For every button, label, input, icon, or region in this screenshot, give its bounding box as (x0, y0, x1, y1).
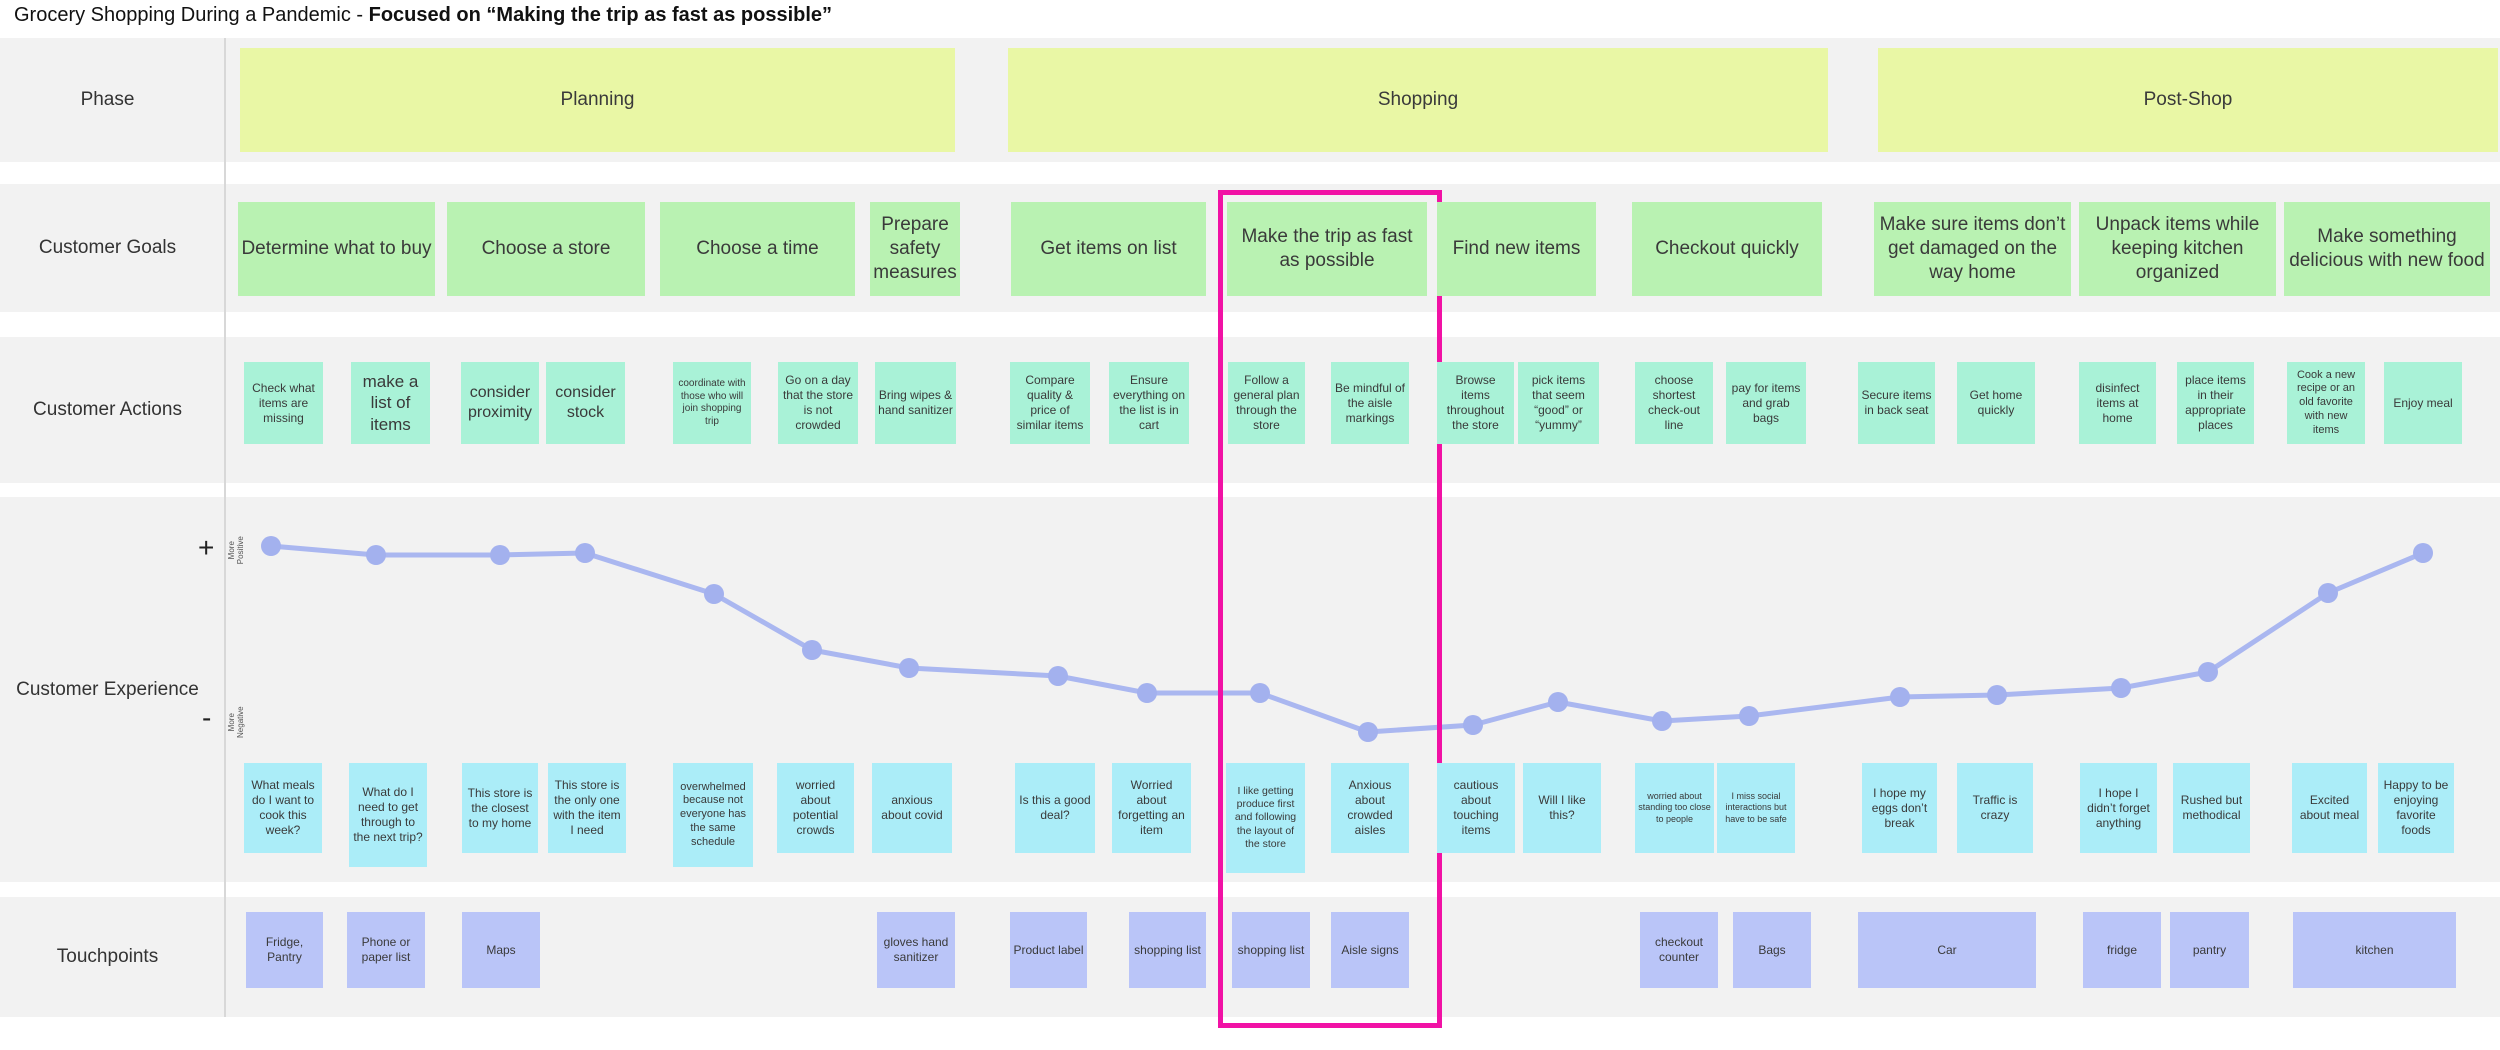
feeling-sticky[interactable]: worried about potential crowds (777, 763, 854, 853)
feeling-sticky[interactable]: I hope my eggs don’t break (1862, 763, 1937, 853)
phase-row-label: Phase (80, 89, 135, 110)
goal-card[interactable]: Determine what to buy (238, 202, 435, 296)
page-title-focus: Focused on “Making the trip as fast as p… (368, 4, 833, 26)
feeling-sticky[interactable]: worried about standing too close to peop… (1635, 763, 1714, 853)
action-sticky[interactable]: Go on a day that the store is not crowde… (778, 362, 858, 444)
row-label-divider (224, 38, 226, 1017)
feeling-sticky[interactable]: Excited about meal (2292, 763, 2367, 853)
feeling-sticky[interactable]: Rushed but methodical (2173, 763, 2250, 853)
goal-card[interactable]: Choose a store (447, 202, 645, 296)
positive-axis-marker: + (198, 532, 215, 563)
page-title-normal: Grocery Shopping During a Pandemic - (14, 4, 369, 26)
action-sticky[interactable]: place items in their appropriate places (2177, 362, 2254, 444)
goal-card[interactable]: Choose a time (660, 202, 855, 296)
feeling-sticky[interactable]: This store is the closest to my home (462, 763, 538, 853)
action-sticky[interactable]: coordinate with those who will join shop… (673, 362, 751, 444)
goal-card[interactable]: Get items on list (1011, 202, 1206, 296)
touchpoints-row-label: Touchpoints (56, 946, 159, 967)
action-sticky[interactable]: consider stock (546, 362, 625, 444)
phase-banner[interactable]: Planning (240, 48, 955, 152)
touchpoint-sticky[interactable]: pantry (2170, 912, 2249, 988)
touchpoint-sticky[interactable]: kitchen (2293, 912, 2456, 988)
feeling-sticky[interactable]: anxious about covid (872, 763, 952, 853)
feeling-sticky[interactable]: cautious about touching items (1437, 763, 1515, 853)
action-sticky[interactable]: pick items that seem “good” or “yummy” (1518, 362, 1599, 444)
action-sticky[interactable]: Browse items throughout the store (1437, 362, 1514, 444)
touchpoint-sticky[interactable]: Fridge, Pantry (246, 912, 323, 988)
action-sticky[interactable]: Enjoy meal (2384, 362, 2462, 444)
action-sticky[interactable]: disinfect items at home (2079, 362, 2156, 444)
goal-card[interactable]: Prepare safety measures (870, 202, 960, 296)
feeling-sticky[interactable]: overwhelmed because not everyone has the… (673, 763, 753, 867)
action-sticky[interactable]: Follow a general plan through the store (1228, 362, 1305, 444)
customer-goals-row-label: Customer Goals (38, 237, 177, 258)
phase-banner[interactable]: Shopping (1008, 48, 1828, 152)
feeling-sticky[interactable]: I like getting produce first and followi… (1226, 763, 1305, 873)
goal-card[interactable]: Make the trip as fast as possible (1227, 202, 1427, 296)
feeling-sticky[interactable]: This store is the only one with the item… (548, 763, 626, 853)
feeling-sticky[interactable]: Is this a good deal? (1015, 763, 1095, 853)
more-positive-label: More Positive (226, 536, 245, 565)
action-sticky[interactable]: make a list of items (351, 362, 430, 444)
feeling-sticky[interactable]: What meals do I want to cook this week? (244, 763, 322, 853)
feeling-sticky[interactable]: Anxious about crowded aisles (1331, 763, 1409, 853)
phase-banner[interactable]: Post-Shop (1878, 48, 2498, 152)
touchpoint-sticky[interactable]: Product label (1010, 912, 1087, 988)
action-sticky[interactable]: Be mindful of the aisle markings (1331, 362, 1409, 444)
feeling-sticky[interactable]: Happy to be enjoying favorite foods (2378, 763, 2454, 853)
touchpoint-sticky[interactable]: checkout counter (1640, 912, 1718, 988)
feeling-sticky[interactable]: Will I like this? (1523, 763, 1601, 853)
action-sticky[interactable]: pay for items and grab bags (1726, 362, 1806, 444)
touchpoint-sticky[interactable]: Aisle signs (1331, 912, 1409, 988)
touchpoint-sticky[interactable]: Car (1858, 912, 2036, 988)
touchpoint-sticky[interactable]: Maps (462, 912, 540, 988)
feeling-sticky[interactable]: Worried about forgetting an item (1112, 763, 1191, 853)
goal-card[interactable]: Make something delicious with new food (2284, 202, 2490, 296)
touchpoint-sticky[interactable]: Phone or paper list (347, 912, 425, 988)
more-negative-label: More Negative (226, 706, 245, 738)
touchpoint-sticky[interactable]: gloves hand sanitizer (877, 912, 955, 988)
action-sticky[interactable]: Compare quality & price of similar items (1010, 362, 1090, 444)
customer-actions-row-label: Customer Actions (33, 399, 182, 420)
touchpoint-sticky[interactable]: shopping list (1232, 912, 1310, 988)
goal-card[interactable]: Checkout quickly (1632, 202, 1822, 296)
feeling-sticky[interactable]: Traffic is crazy (1957, 763, 2033, 853)
feeling-sticky[interactable]: I miss social interactions but have to b… (1717, 763, 1795, 853)
page-title: Grocery Shopping During a Pandemic - Foc… (14, 4, 832, 27)
action-sticky[interactable]: choose shortest check-out line (1635, 362, 1713, 444)
action-sticky[interactable]: Ensure everything on the list is in cart (1109, 362, 1189, 444)
touchpoint-sticky[interactable]: shopping list (1129, 912, 1206, 988)
touchpoint-sticky[interactable]: Bags (1733, 912, 1811, 988)
feeling-sticky[interactable]: What do I need to get through to the nex… (349, 763, 427, 867)
customer-experience-row-label: Customer Experience (16, 678, 199, 700)
touchpoint-sticky[interactable]: fridge (2083, 912, 2161, 988)
action-sticky[interactable]: Get home quickly (1957, 362, 2035, 444)
action-sticky[interactable]: Cook a new recipe or an old favorite wit… (2287, 362, 2365, 444)
goal-card[interactable]: Make sure items don’t get damaged on the… (1874, 202, 2071, 296)
goal-card[interactable]: Unpack items while keeping kitchen organ… (2079, 202, 2276, 296)
action-sticky[interactable]: Check what items are missing (244, 362, 323, 444)
action-sticky[interactable]: consider proximity (461, 362, 539, 444)
feeling-sticky[interactable]: I hope I didn’t forget anything (2080, 763, 2157, 853)
action-sticky[interactable]: Bring wipes & hand sanitizer (875, 362, 956, 444)
focus-highlight-frame[interactable] (1218, 190, 1442, 1028)
goal-card[interactable]: Find new items (1437, 202, 1596, 296)
negative-axis-marker: - (202, 702, 212, 733)
action-sticky[interactable]: Secure items in back seat (1858, 362, 1935, 444)
